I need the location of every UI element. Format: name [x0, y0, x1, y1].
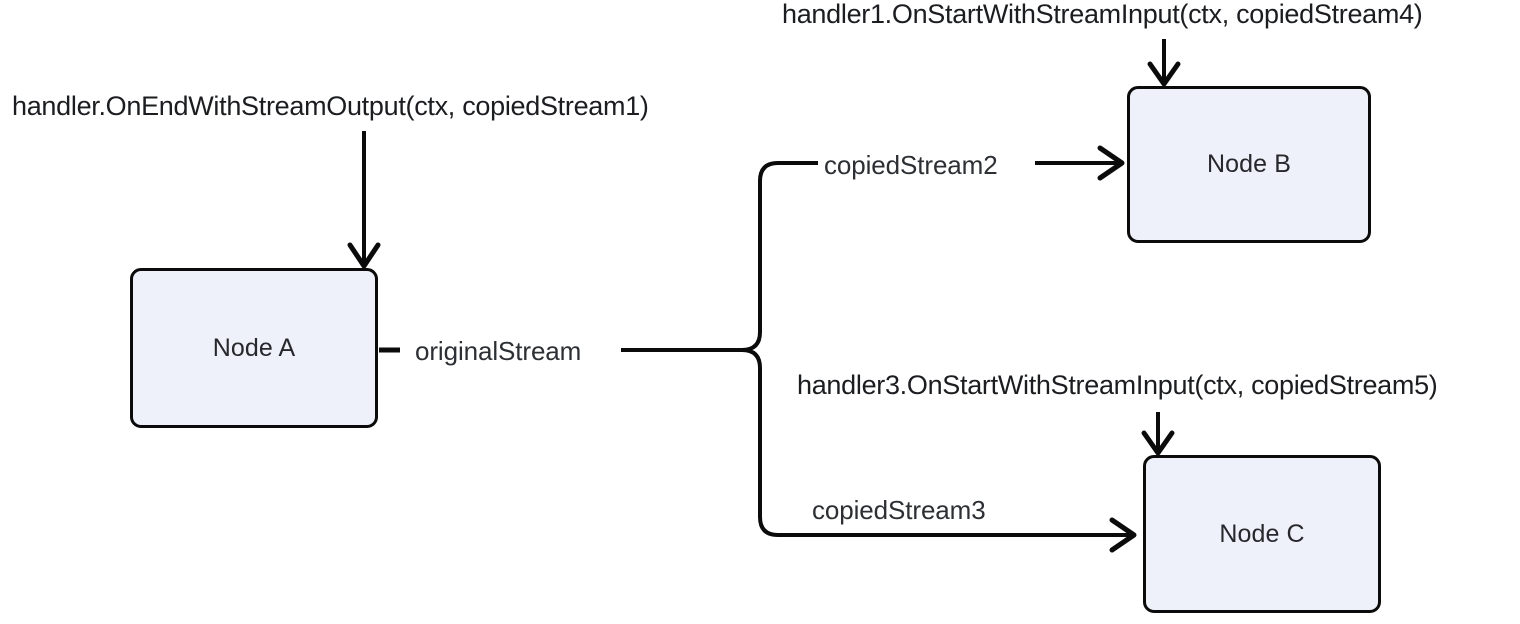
- node-a-label: Node A: [212, 333, 296, 362]
- annotation-node-a-callback: handler.OnEndWithStreamOutput(ctx, copie…: [12, 91, 649, 121]
- arrowhead-into-node-b-left: [1097, 145, 1125, 181]
- node-a[interactable]: Node A: [130, 268, 378, 428]
- edge-label-copied-stream-3: copiedStream3: [812, 495, 986, 525]
- arrowhead-into-node-c-top: [1141, 430, 1175, 456]
- node-c[interactable]: Node C: [1143, 455, 1381, 613]
- annotation-node-c-callback: handler3.OnStartWithStreamInput(ctx, cop…: [797, 370, 1438, 400]
- arrowhead-into-node-c-left: [1109, 517, 1137, 553]
- arrowhead-into-node-a: [347, 242, 381, 269]
- node-b-label: Node B: [1207, 150, 1291, 178]
- edge-label-original-stream: originalStream: [415, 336, 582, 366]
- node-c-label: Node C: [1219, 519, 1305, 548]
- edge-split-down: [741, 348, 1130, 537]
- arrowhead-into-node-b-top: [1147, 61, 1181, 87]
- edge-label-copied-stream-2: copiedStream2: [824, 150, 998, 180]
- node-b[interactable]: Node B: [1127, 86, 1371, 243]
- annotation-node-b-callback: handler1.OnStartWithStreamInput(ctx, cop…: [782, 0, 1423, 29]
- edge-split-up: [741, 161, 818, 352]
